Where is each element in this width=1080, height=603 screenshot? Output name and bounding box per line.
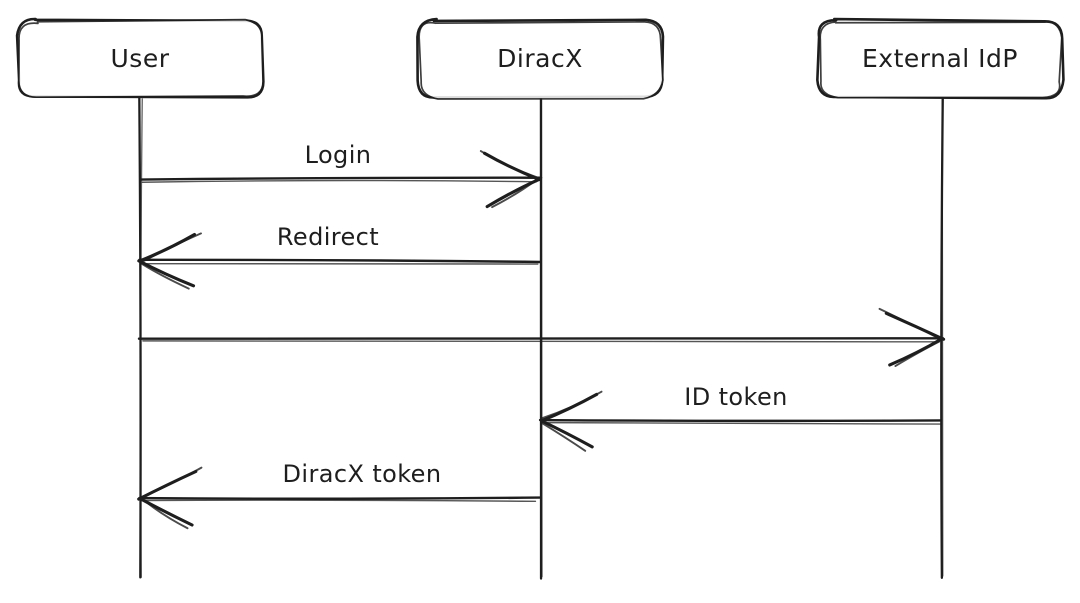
message-arrow-head [878, 307, 946, 367]
arrow-head-barb-lower-secondary [142, 499, 189, 530]
message-1-login[interactable]: Login [139, 141, 543, 209]
arrow-head-barb-lower [539, 419, 594, 449]
arrow-head-barb-upper-secondary [479, 150, 541, 180]
arrow-head-barb-lower [888, 337, 944, 367]
participant-label: DiracX [497, 44, 583, 73]
participant-user[interactable]: User [15, 17, 265, 99]
message-arrow-shaft-secondary [542, 421, 941, 425]
message-3-unlabeled[interactable] [137, 307, 946, 367]
participants-layer: User DiracX External IdP [15, 17, 1065, 100]
message-label: Login [305, 141, 372, 169]
message-arrow-shaft-secondary [141, 499, 537, 503]
message-4-id-token[interactable]: ID token [538, 383, 942, 452]
message-5-diracx-token[interactable]: DiracX token [137, 460, 541, 530]
arrow-head-barb-lower-secondary [491, 178, 539, 209]
participant-box-outline-secondary [17, 18, 264, 99]
message-arrow-shaft-secondary [142, 340, 941, 343]
message-arrow-head [137, 232, 202, 290]
message-arrow-shaft [138, 258, 542, 264]
message-arrow-shaft [138, 496, 541, 500]
arrow-head-barb-lower-secondary [141, 263, 190, 290]
message-arrow-head [539, 390, 603, 452]
participant-external-idp[interactable]: External IdP [816, 17, 1065, 100]
participant-diracx[interactable]: DiracX [416, 17, 665, 100]
participant-box-outline-secondary [418, 21, 664, 100]
message-2-redirect[interactable]: Redirect [137, 223, 542, 290]
arrow-head-barb-upper-secondary [540, 390, 603, 420]
arrow-head-barb-upper-secondary [142, 232, 202, 263]
message-arrow-head [137, 466, 203, 530]
arrow-head-barb-lower-secondary [541, 422, 587, 452]
arrow-head-barb-upper-secondary [878, 307, 941, 340]
message-label: ID token [684, 383, 788, 411]
arrow-head-barb-lower [137, 259, 196, 288]
arrow-head-barb-upper-secondary [140, 466, 203, 499]
participant-label: User [111, 44, 170, 73]
participant-box-outline-secondary [819, 21, 1063, 99]
arrow-head-barb-upper [138, 232, 197, 263]
participant-label: External IdP [862, 44, 1018, 73]
message-arrow-shaft-secondary [141, 179, 537, 183]
message-arrow-shaft [139, 176, 543, 181]
message-arrow-shaft [538, 418, 942, 423]
arrow-head-barb-lower-secondary [894, 341, 940, 367]
message-label: DiracX token [283, 460, 442, 488]
message-label: Redirect [277, 223, 379, 251]
message-arrow-head [479, 150, 542, 209]
